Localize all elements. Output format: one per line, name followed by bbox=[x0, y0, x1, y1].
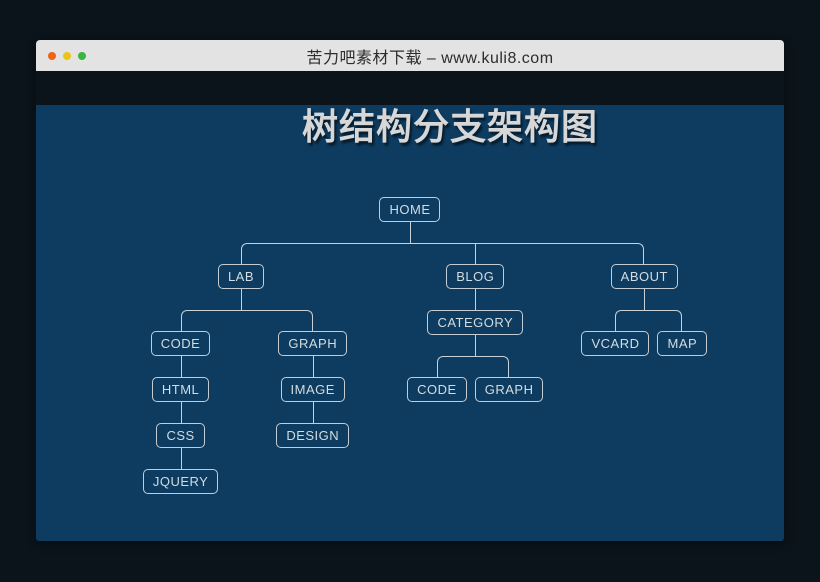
tree-node-image[interactable]: IMAGE bbox=[280, 377, 345, 402]
tree-children: CODE HTML CSS JQUERY GRAPH IMAGE DESIGN bbox=[109, 289, 373, 494]
tree-node-jquery[interactable]: JQUERY bbox=[142, 469, 219, 494]
tree-children: CODE GRAPH bbox=[403, 335, 547, 402]
tree-node-html[interactable]: HTML bbox=[151, 377, 210, 402]
tree-node-graph[interactable]: GRAPH bbox=[474, 377, 544, 402]
tree-branch: DESIGN bbox=[272, 423, 353, 448]
tree-children: IMAGE DESIGN bbox=[262, 356, 363, 448]
tree-branch: VCARD bbox=[577, 310, 655, 356]
window-title: 苦力吧素材下载 – www.kuli8.com bbox=[306, 49, 554, 67]
tree-node-blog[interactable]: BLOG bbox=[446, 264, 505, 289]
tree-diagram: HOME LAB CODE HTML CSS JQUERY GRAPH IMAGE DESIGN… bbox=[36, 197, 784, 494]
window-titlebar: 苦力吧素材下载 – www.kuli8.com bbox=[36, 40, 784, 71]
maximize-window-button[interactable] bbox=[78, 51, 86, 60]
tree-node-vcard[interactable]: VCARD bbox=[581, 331, 650, 356]
tree-node-category[interactable]: CATEGORY bbox=[427, 310, 524, 335]
close-window-button[interactable] bbox=[48, 51, 56, 60]
tree-children: CATEGORY CODE GRAPH bbox=[393, 289, 557, 402]
tree-children: CSS JQUERY bbox=[129, 402, 233, 494]
tree-branch: GRAPH bbox=[469, 356, 548, 402]
tree-branch: CODE bbox=[403, 356, 472, 402]
tree-node-code[interactable]: CODE bbox=[150, 331, 211, 356]
tree-branch: LAB CODE HTML CSS JQUERY GRAPH IMAGE DESIGN bbox=[99, 243, 385, 494]
tree-root: HOME LAB CODE HTML CSS JQUERY GRAPH IMAGE DESIGN… bbox=[89, 197, 731, 494]
tree-children: DESIGN bbox=[272, 402, 353, 448]
tree-branch: BLOG CATEGORY CODE GRAPH bbox=[383, 243, 569, 402]
tree-children: JQUERY bbox=[139, 448, 223, 494]
tree-branch: CATEGORY CODE GRAPH bbox=[393, 310, 557, 402]
tree-branch: IMAGE DESIGN bbox=[262, 377, 363, 448]
tree-node-code[interactable]: CODE bbox=[407, 377, 467, 402]
tree-branch: JQUERY bbox=[139, 469, 223, 494]
tree-node-home[interactable]: HOME bbox=[379, 197, 441, 222]
tree-branch: CODE HTML CSS JQUERY bbox=[109, 310, 253, 494]
tree-children: HTML CSS JQUERY bbox=[119, 356, 243, 494]
tree-children: VCARD MAP bbox=[577, 289, 711, 356]
tree-branch: HTML CSS JQUERY bbox=[119, 377, 243, 494]
tree-branch: MAP bbox=[652, 310, 711, 356]
tree-node-graph[interactable]: GRAPH bbox=[278, 331, 348, 356]
minimize-window-button[interactable] bbox=[63, 51, 71, 60]
tree-branch: ABOUT VCARD MAP bbox=[566, 243, 721, 356]
page-title: 树结构分支架构图 bbox=[301, 106, 598, 147]
tree-node-css[interactable]: CSS bbox=[156, 423, 205, 448]
tree-branch: HOME LAB CODE HTML CSS JQUERY GRAPH IMAGE DESIGN… bbox=[89, 197, 731, 494]
tree-node-lab[interactable]: LAB bbox=[217, 264, 265, 289]
traffic-lights bbox=[48, 40, 86, 71]
tree-node-map[interactable]: MAP bbox=[657, 331, 708, 356]
browser-window: 苦力吧素材下载 – www.kuli8.com 树结构分支架构图 HOME LAB… bbox=[36, 40, 784, 541]
tree-branch: CSS JQUERY bbox=[129, 423, 233, 494]
window-content: 树结构分支架构图 HOME LAB CODE HTML CSS JQUERY GRAPH IM… bbox=[36, 105, 784, 541]
tree-node-about[interactable]: ABOUT bbox=[610, 264, 678, 289]
tree-branch: GRAPH IMAGE DESIGN bbox=[251, 310, 373, 448]
tree-node-design[interactable]: DESIGN bbox=[276, 423, 350, 448]
